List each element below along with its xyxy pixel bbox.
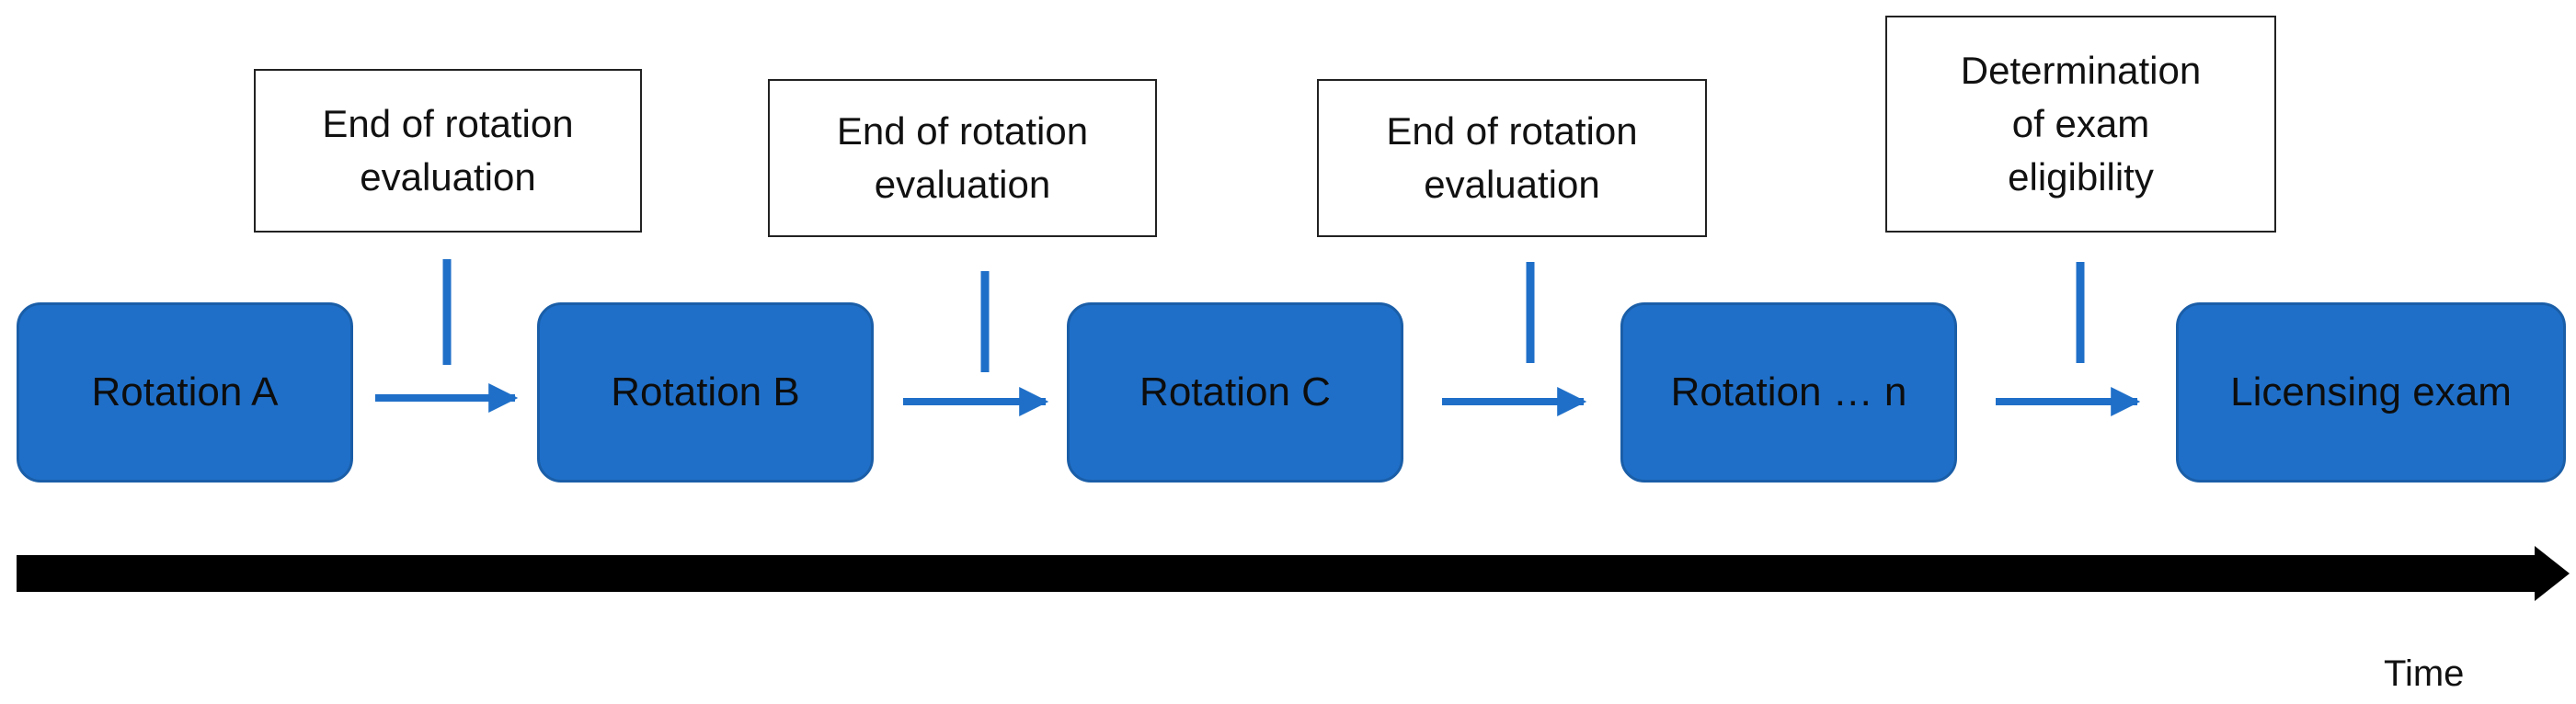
time-axis-label: Time [2384, 653, 2465, 694]
rotation-c-box: Rotation C [1067, 302, 1403, 483]
eligibility-box: Determination of exam eligibility [1885, 16, 2276, 233]
evaluation-box-2: End of rotation evaluation [768, 79, 1157, 237]
evaluation-box-3: End of rotation evaluation [1317, 79, 1707, 237]
licensing-exam-box: Licensing exam [2176, 302, 2566, 483]
rotation-b-box: Rotation B [537, 302, 874, 483]
rotation-n-box: Rotation … n [1620, 302, 1957, 483]
time-axis-shaft [17, 555, 2536, 592]
evaluation-box-1: End of rotation evaluation [254, 69, 642, 233]
time-axis-arrowhead [2535, 546, 2570, 601]
rotation-a-box: Rotation A [17, 302, 353, 483]
